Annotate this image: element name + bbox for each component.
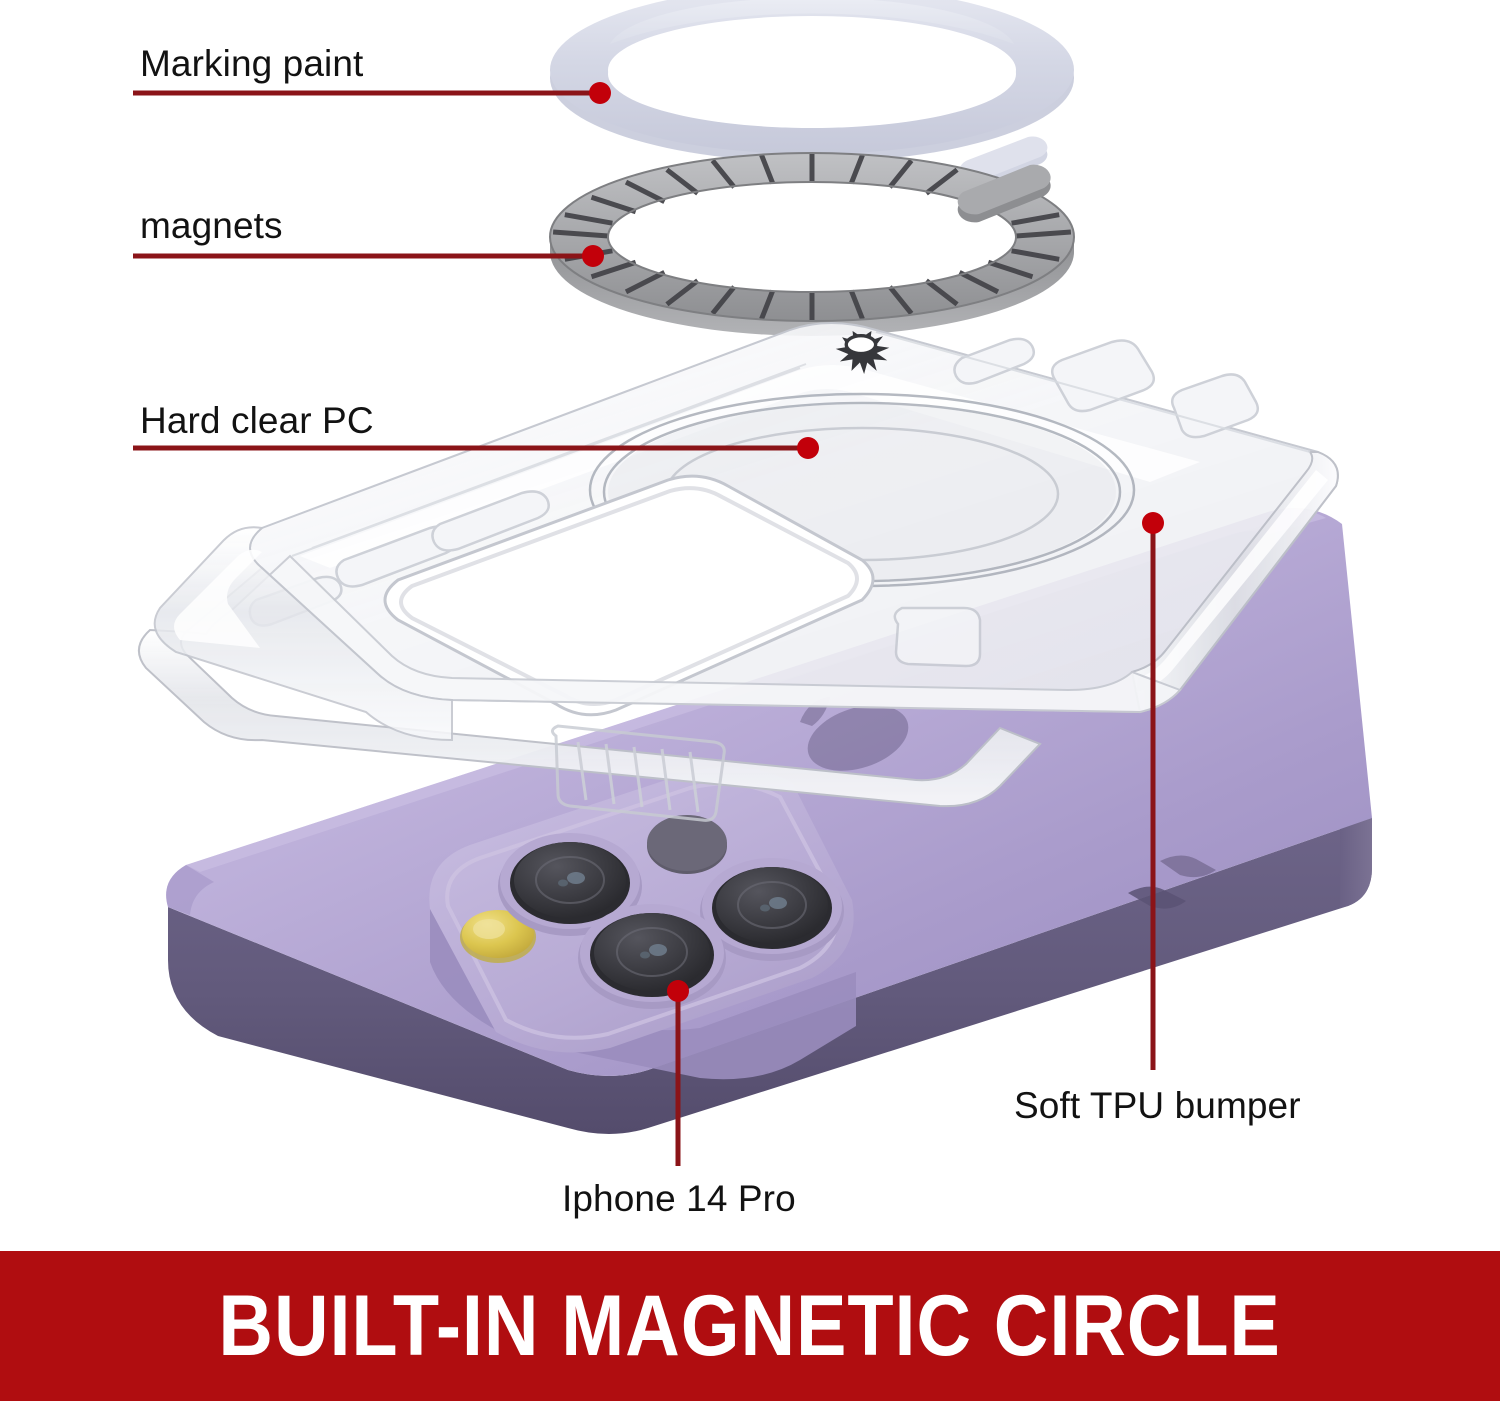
callout-label-soft-tpu-bumper: Soft TPU bumper — [1014, 1085, 1301, 1126]
callout-label-magnets: magnets — [140, 205, 283, 246]
phone-side-button — [1128, 886, 1186, 909]
bottom-banner: BUILT-IN MAGNETIC CIRCLE — [0, 1251, 1500, 1401]
camera-flash — [460, 910, 536, 963]
leader-magnets — [133, 245, 604, 267]
clear-pc-case — [138, 322, 1339, 822]
camera-module — [429, 766, 856, 1080]
magnet-tab — [957, 164, 1051, 223]
callout-label-hard-clear-pc: Hard clear PC — [140, 400, 374, 441]
camera-lens-3 — [578, 904, 726, 1009]
tpu-bumper-front — [138, 628, 1042, 808]
speaker-grille — [576, 741, 700, 813]
phone-bottom-rail — [168, 818, 1372, 1134]
camera-cutout — [383, 474, 875, 717]
right-cutouts — [953, 337, 1259, 439]
callout-leader-lines — [133, 82, 1164, 1166]
case-left-corner — [153, 526, 453, 742]
brand-logo — [835, 331, 890, 375]
leader-hard-clear-pc — [133, 437, 819, 459]
port-cutout — [893, 606, 982, 668]
magnet-ring-part — [549, 152, 1075, 336]
callout-label-marking-paint: Marking paint — [140, 43, 364, 84]
callout-label-iphone-14-pro: Iphone 14 Pro — [562, 1178, 796, 1219]
leader-soft-tpu-bumper — [1142, 512, 1164, 1070]
banner-headline: BUILT-IN MAGNETIC CIRCLE — [218, 1278, 1282, 1374]
camera-lens-2 — [700, 858, 844, 961]
camera-lens-1 — [498, 833, 642, 936]
marking-paint-ring-part — [550, 0, 1074, 189]
leader-iphone-14-pro — [667, 980, 689, 1166]
leader-marking-paint — [133, 82, 611, 104]
